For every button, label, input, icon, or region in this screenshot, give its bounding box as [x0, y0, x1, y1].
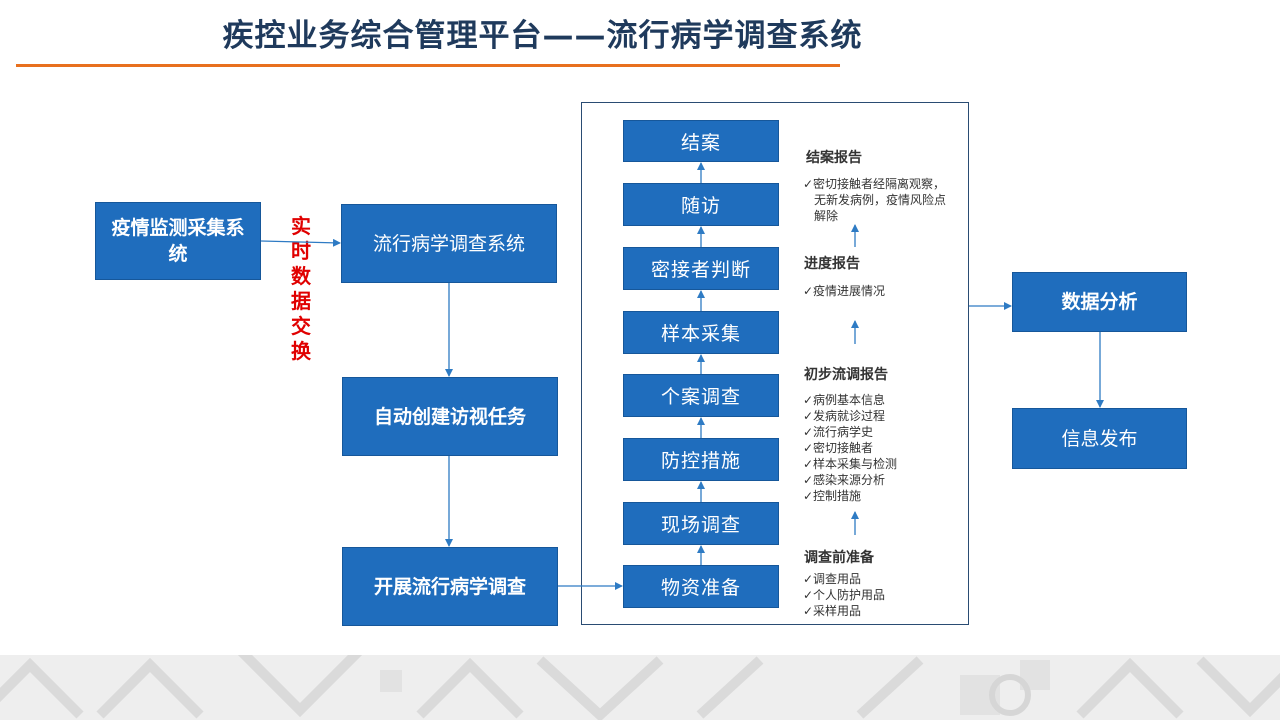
prep-report-title: 调查前准备 [804, 550, 874, 566]
data-analysis-label: 数据分析 [1061, 291, 1138, 313]
progress-report-title: 进度报告 [804, 256, 860, 272]
epi-system-label: 流行病学调查系统 [372, 232, 525, 255]
report-item: ✓感染来源分析 [803, 473, 886, 487]
step-case-survey-box: 个案调查 [623, 374, 779, 417]
report-item: ✓病例基本信息 [803, 393, 886, 407]
step-label: 现场调查 [660, 514, 741, 536]
initial-report-list: ✓病例基本信息 ✓发病就诊过程 ✓流行病学史 ✓密切接触者 ✓样本采集与检测 ✓… [803, 392, 897, 504]
footer-pattern [0, 655, 1280, 720]
footer-chevron-2 [96, 657, 204, 719]
footer-chevron-4 [416, 657, 524, 719]
title-underline [16, 64, 840, 67]
report-item: ✓流行病学史 [803, 425, 874, 439]
footer-chevron-6 [1076, 657, 1184, 719]
source-system-label: 疫情监测采集系统 [111, 217, 245, 265]
data-exchange-label: 实 时 数 据 交 换 [287, 214, 315, 364]
report-item: 无新发病例，疫情风险点 [814, 193, 947, 207]
report-item: ✓采样用品 [803, 604, 862, 618]
step-label: 个案调查 [660, 386, 741, 408]
epi-system-box: 流行病学调查系统 [341, 204, 557, 283]
report-item: ✓密切接触者 [803, 441, 874, 455]
data-analysis-box: 数据分析 [1012, 272, 1187, 332]
report-item: ✓个人防护用品 [803, 588, 886, 602]
step-field-survey-box: 现场调查 [623, 502, 779, 545]
source-system-box: 疫情监测采集系统 [95, 202, 261, 280]
info-publish-label: 信息发布 [1061, 427, 1138, 450]
report-item: ✓控制措施 [803, 489, 862, 503]
step-sample-collection-box: 样本采集 [623, 311, 779, 354]
start-survey-box: 开展流行病学调查 [342, 547, 558, 626]
footer-chevron-3 [237, 655, 363, 718]
auto-task-label: 自动创建访视任务 [373, 405, 526, 428]
closing-report-list: ✓密切接触者经隔离观察， 无新发病例，疫情风险点 解除 [803, 176, 965, 224]
step-label: 密接者判断 [650, 259, 751, 281]
exchange-char: 换 [291, 339, 311, 363]
exchange-char: 据 [291, 289, 311, 313]
prep-report-list: ✓调查用品 ✓个人防护用品 ✓采样用品 [803, 571, 885, 619]
exchange-char: 时 [291, 239, 311, 263]
step-label: 防控措施 [660, 450, 741, 472]
step-close-case-box: 结案 [623, 120, 779, 162]
footer-slash-2 [856, 656, 924, 719]
footer-chevron-5 [536, 656, 664, 720]
step-label: 样本采集 [660, 323, 741, 345]
report-item: ✓疫情进展情况 [803, 284, 886, 298]
page-title: 疾控业务综合管理平台——流行病学调查系统 [222, 18, 863, 54]
exchange-char: 实 [291, 214, 311, 238]
report-item: ✓发病就诊过程 [803, 409, 886, 423]
report-item: 解除 [814, 209, 839, 223]
footer-circle [989, 674, 1031, 716]
footer-chevron-1 [0, 657, 84, 719]
footer-square-1 [380, 670, 402, 692]
exchange-char: 交 [291, 314, 311, 338]
step-label: 随访 [680, 195, 721, 217]
step-prevention-box: 防控措施 [623, 438, 779, 481]
start-survey-label: 开展流行病学调查 [373, 575, 526, 598]
step-label: 结案 [680, 131, 721, 154]
report-item: ✓调查用品 [803, 572, 862, 586]
closing-report-title: 结案报告 [806, 150, 862, 166]
report-item: ✓密切接触者经隔离观察， [803, 177, 946, 191]
step-contact-judgment-box: 密接者判断 [623, 247, 779, 290]
report-item: ✓样本采集与检测 [803, 457, 898, 471]
info-publish-box: 信息发布 [1012, 408, 1187, 469]
auto-task-box: 自动创建访视任务 [342, 377, 558, 456]
step-materials-box: 物资准备 [623, 565, 779, 608]
footer-chevron-7 [1196, 656, 1280, 718]
footer-slash-1 [696, 656, 764, 719]
exchange-char: 数 [291, 264, 311, 288]
progress-report-list: ✓疫情进展情况 [803, 283, 885, 299]
decorative-footer-band [0, 655, 1280, 720]
step-follow-up-box: 随访 [623, 183, 779, 226]
step-label: 物资准备 [660, 577, 741, 599]
initial-report-title: 初步流调报告 [804, 367, 888, 383]
